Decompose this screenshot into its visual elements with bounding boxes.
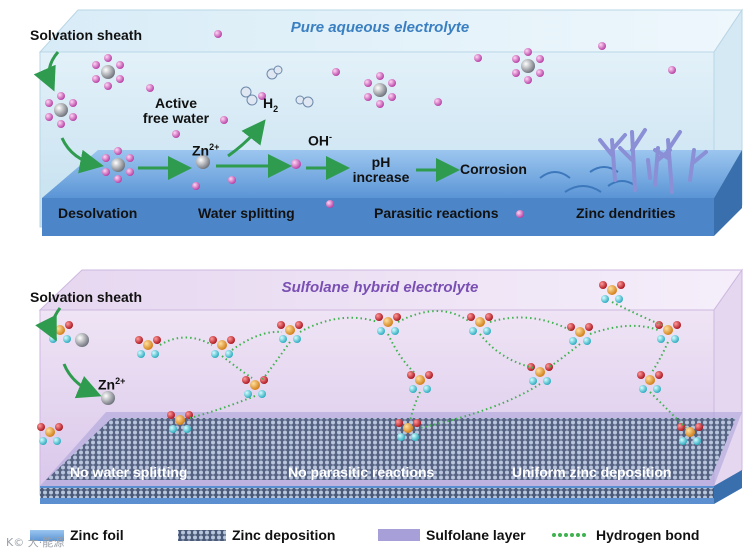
legend-zinc-deposition-label: Zinc deposition — [232, 527, 336, 543]
zinc-deposition-grid — [46, 418, 736, 480]
zn-ion-top-text: Zn — [192, 142, 210, 159]
bottom-panel: Sulfolane hybrid electrolyte — [35, 268, 743, 504]
h2-text: H — [263, 95, 274, 111]
solvation-sheath-cluster — [45, 48, 544, 183]
ph-increase-label: pH increase — [348, 155, 414, 185]
free-water-molecules — [146, 30, 676, 218]
water-splitting-label: Water splitting — [198, 205, 295, 221]
oh-charge: - — [329, 132, 332, 142]
zn-ion-bottom — [101, 391, 115, 405]
zn-ion-top — [196, 155, 210, 169]
desolvation-label: Desolvation — [58, 205, 138, 221]
bottom-zinc-foil-side — [714, 470, 742, 504]
zinc-dendrites — [598, 128, 708, 194]
oh-label: OH- — [308, 130, 332, 149]
legend-swatch-hydrogen-bond — [552, 533, 586, 537]
legend-swatch-sulfolane-layer — [378, 529, 420, 541]
zn-ion-bottom-text: Zn — [98, 376, 116, 393]
top-zinc-foil-side — [714, 150, 742, 236]
bottom-process-arrows — [35, 307, 102, 399]
legend-swatch-zinc-foil — [30, 530, 64, 541]
legend-swatch-zinc-deposition — [178, 530, 226, 541]
corrosion-label: Corrosion — [460, 161, 527, 177]
h2-molecules — [240, 65, 314, 108]
active-free-water-label: Active free water — [140, 96, 212, 126]
active-free-water-line1: Active — [154, 95, 198, 111]
no-water-splitting-label: No water splitting — [70, 464, 188, 480]
top-panel: Pure aqueous electrolyte — [33, 8, 743, 236]
zn-ion-bottom-label: Zn2+ — [98, 374, 125, 393]
oh-text: OH — [308, 132, 329, 149]
zn-ion-top-label: Zn2+ — [192, 140, 219, 159]
legend-hydrogen-bond-label: Hydrogen bond — [596, 527, 700, 543]
bottom-zinc-deposit-strip — [40, 488, 714, 498]
zn-ion-bottom-charge: 2+ — [115, 376, 126, 386]
uniform-zinc-deposition-label: Uniform zinc deposition — [512, 464, 672, 480]
top-solvation-sheath-label: Solvation sheath — [30, 27, 143, 43]
legend-zinc-foil-label: Zinc foil — [70, 527, 124, 543]
top-process-arrows — [33, 51, 460, 182]
active-free-water-line2: free water — [142, 110, 210, 126]
top-zinc-foil-top — [42, 150, 742, 198]
parasitic-reactions-label: Parasitic reactions — [374, 205, 499, 221]
legend-sulfolane-layer-label: Sulfolane layer — [426, 527, 526, 543]
hydrogen-bond-network — [159, 301, 687, 429]
watermark: K© 大·能源 — [6, 536, 65, 549]
no-parasitic-reactions-label: No parasitic reactions — [288, 464, 435, 480]
top-zinc-foil-front — [42, 198, 714, 236]
zinc-dendrities-label: Zinc dendrities — [576, 205, 676, 221]
ph-line2: increase — [352, 169, 410, 185]
zn-ion-sheath-bottom — [75, 333, 89, 347]
h2-label: H2 — [263, 96, 278, 117]
bottom-panel-title: Sulfolane hybrid electrolyte — [282, 279, 479, 296]
zn-ion-top-charge: 2+ — [209, 142, 220, 152]
top-panel-title: Pure aqueous electrolyte — [291, 19, 469, 36]
sulfolane-molecules — [37, 281, 703, 445]
ph-line1: pH — [371, 154, 391, 170]
legend — [30, 529, 586, 541]
h2-subscript: 2 — [273, 103, 279, 114]
bottom-solvation-sheath-label: Solvation sheath — [30, 289, 143, 305]
